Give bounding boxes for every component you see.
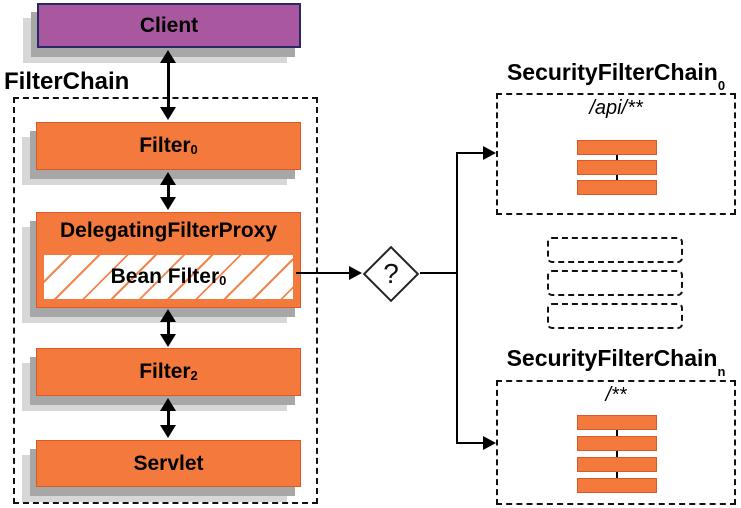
filterchain-label: FilterChain	[4, 68, 130, 95]
placeholder-chain-box	[547, 303, 683, 329]
placeholder-chain-box	[547, 237, 683, 263]
filter0-label: Filter	[139, 134, 191, 157]
filter-bar	[577, 436, 657, 451]
branch-bottom-line	[456, 442, 484, 444]
arrow-client-filter0	[160, 50, 176, 120]
bean-filter-label: Bean Filter	[110, 265, 220, 288]
client-box: Client	[37, 3, 301, 48]
decision-label: ?	[383, 258, 399, 289]
arrow-filter2-servlet	[160, 398, 176, 438]
securityfilterchain0-title: SecurityFilterChain0	[486, 59, 741, 92]
placeholder-chain-stack	[547, 237, 683, 329]
securityfilterchain0-title-text: SecurityFilterChain	[506, 59, 718, 85]
filterchain-container	[13, 97, 318, 504]
url-pattern-root: /**	[605, 384, 627, 406]
url-pattern-api: /api/**	[589, 97, 643, 119]
connector-bean-to-decision	[296, 272, 349, 274]
filter-bars-chain0	[577, 140, 657, 195]
arrowhead-into-decision	[349, 266, 362, 280]
filter2-label: Filter	[139, 360, 191, 383]
placeholder-chain-box	[547, 270, 683, 296]
branch-vertical-line	[456, 152, 458, 444]
filter-bar	[577, 457, 657, 472]
arrow-filter0-dfp	[160, 172, 176, 210]
filter-bar	[577, 180, 657, 195]
arrowhead-into-chain-n	[483, 436, 496, 450]
filter-bars-chain-n	[577, 415, 657, 493]
arrow-bean-filter2	[160, 309, 176, 347]
arrowhead-into-chain0	[483, 146, 496, 160]
delegating-filter-proxy-label: DelegatingFilterProxy	[59, 219, 278, 242]
securityfilterchain0-box: /api/**	[496, 93, 736, 215]
securityfilterchain-n-title-subscript: n	[717, 363, 726, 379]
securityfilterchain-n-box: /**	[496, 380, 736, 505]
securityfilterchain-n-title: SecurityFilterChainn	[486, 345, 741, 378]
securityfilterchain0-title-subscript: 0	[717, 77, 726, 93]
servlet-label: Servlet	[133, 451, 204, 475]
branch-top-line	[456, 152, 484, 154]
connector-decision-to-branch	[420, 272, 458, 274]
filter-bar	[577, 160, 657, 175]
filter-bar	[577, 415, 657, 430]
filter-bar	[577, 478, 657, 493]
securityfilterchain-n-title-text: SecurityFilterChain	[506, 345, 718, 371]
servlet-box: Servlet	[36, 440, 301, 487]
client-label: Client	[139, 13, 199, 37]
filter-bar	[577, 140, 657, 155]
